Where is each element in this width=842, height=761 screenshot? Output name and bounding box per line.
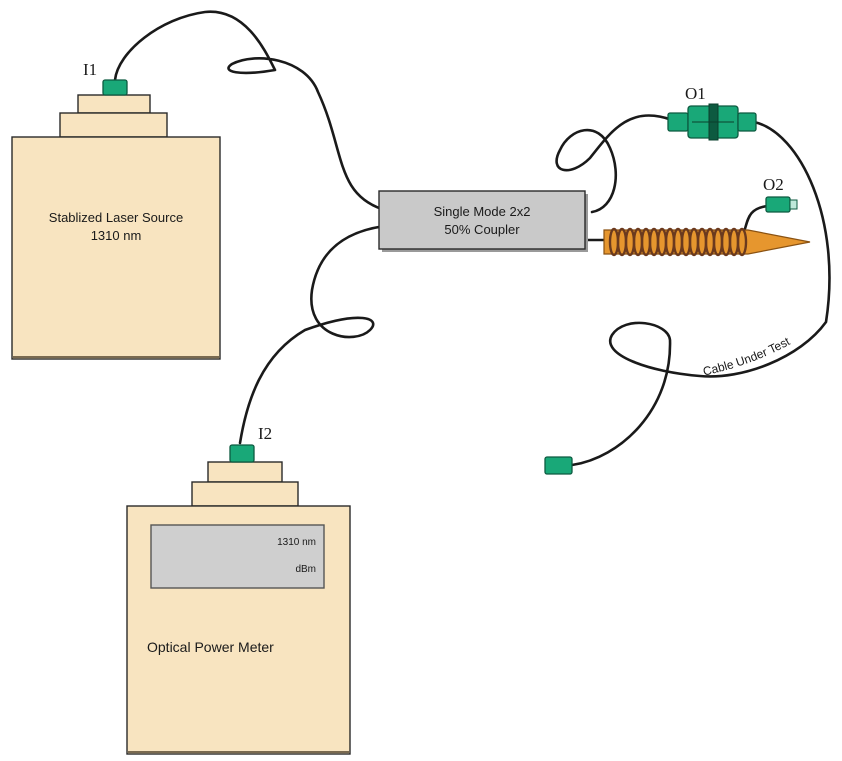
coupler-split-ratio: 50% Coupler — [444, 222, 520, 237]
o1-label: O1 — [685, 84, 706, 103]
power-meter-display — [150, 524, 325, 589]
power-meter-top-step — [207, 461, 283, 483]
laser-source-wavelength: 1310 nm — [91, 228, 142, 243]
cable-mandrel-to-o2 — [742, 204, 770, 234]
laser-source: Stablized Laser Source 1310 nm — [11, 94, 221, 360]
power-meter-label: Optical Power Meter — [147, 639, 274, 655]
coupler-label: Single Mode 2x2 — [434, 204, 531, 219]
cable-under-test — [570, 120, 831, 467]
mandrel-wrap — [603, 227, 811, 257]
o2-label: O2 — [763, 175, 784, 194]
o2-connector[interactable] — [765, 196, 791, 213]
o1-right-plug — [737, 112, 757, 132]
cable-coupler-to-o1 — [555, 114, 674, 214]
laser-source-top-step — [77, 94, 151, 114]
i2-label: I2 — [258, 424, 272, 443]
o1-adapter[interactable] — [667, 103, 757, 141]
coil-winding — [736, 227, 748, 257]
o1-left-plug — [667, 112, 689, 132]
laser-source-label: Stablized Laser Source — [49, 210, 183, 225]
i2-connector[interactable] — [229, 444, 255, 463]
power-meter: 1310 nm dBm Optical Power Meter — [126, 461, 351, 755]
display-wavelength: 1310 nm — [277, 537, 316, 548]
i1-label: I1 — [83, 60, 97, 79]
o2-ferrule — [789, 199, 798, 210]
mandrel-coil — [608, 227, 748, 257]
cable-end-connector[interactable] — [544, 456, 573, 475]
cables — [113, 10, 831, 467]
coupler: Single Mode 2x2 50% Coupler — [378, 190, 588, 252]
i1-connector[interactable] — [102, 79, 128, 96]
laser-source-body — [11, 136, 221, 360]
cable-i1-to-coupler — [113, 10, 387, 212]
power-meter-middle-step — [191, 481, 299, 507]
cable-i2-to-coupler — [238, 224, 387, 445]
coupler-body — [378, 190, 586, 250]
display-unit: dBm — [295, 564, 316, 575]
laser-source-middle-step — [59, 112, 168, 138]
